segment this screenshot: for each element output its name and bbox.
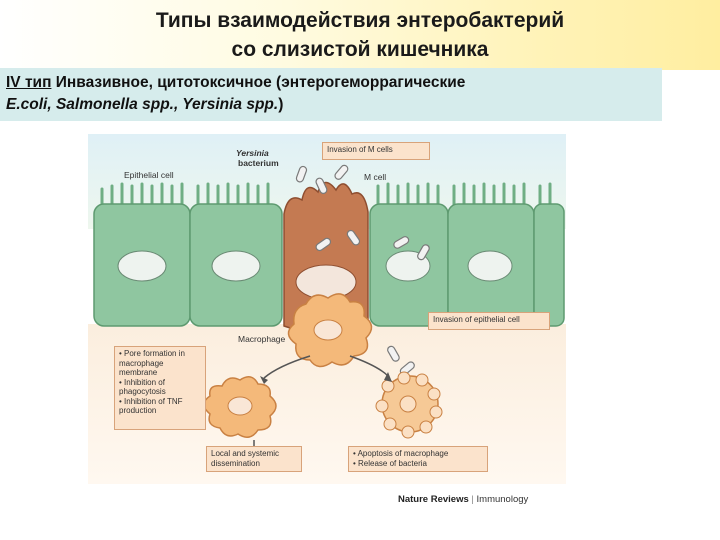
label-m-cell: M cell [364, 172, 387, 182]
epithelial-nuclei [117, 250, 513, 282]
subtitle-line-1: IV тип Инвазивное, цитотоксичное (энтеро… [6, 72, 656, 94]
box-invasion-epithelial: Invasion of epithelial cell [428, 312, 550, 330]
box-apoptosis: • Apoptosis of macrophage • Release of b… [348, 446, 488, 472]
effect-inhibit-phagocytosis: • Inhibition of phagocytosis [119, 377, 166, 397]
microvilli [100, 182, 552, 208]
credit-journal: Immunology [476, 494, 529, 505]
box-invasion-m-cells: Invasion of M cells [322, 142, 430, 160]
release-of-bacteria: • Release of bacteria [353, 458, 427, 468]
slide-header-background [0, 0, 720, 70]
label-macrophage: Macrophage [238, 334, 286, 344]
slide-title: Типы взаимодействия энтеробактерий со сл… [0, 6, 720, 64]
macrophage-nucleus [313, 319, 343, 341]
subtitle-box [0, 68, 662, 121]
subtitle: IV тип Инвазивное, цитотоксичное (энтеро… [6, 72, 656, 116]
figure-illustration [88, 134, 566, 484]
figure-credit: Nature Reviews | Immunology [398, 494, 528, 505]
yersinia-invasion-figure: Yersinia bacterium Epithelial cell M cel… [88, 134, 566, 514]
pathogen-list: E.coli, Salmonella spp., Yersinia spp. [6, 96, 279, 113]
box-dissemination: Local and systemic dissemination [206, 446, 302, 472]
title-line-2: со слизистой кишечника [231, 38, 489, 61]
effect-inhibit-tnf: • Inhibition of TNF production [119, 396, 183, 416]
credit-separator: | [468, 494, 477, 505]
label-bacterium: bacterium [238, 158, 279, 168]
pathogen-list-close: ) [278, 96, 284, 113]
type-label: IV тип [6, 74, 52, 91]
epithelial-cell-5 [533, 203, 565, 327]
box-macrophage-effects: • Pore formation in macrophage membrane … [114, 346, 206, 430]
credit-publisher: Nature Reviews [398, 494, 469, 505]
type-description: Инвазивное, цитотоксичное (энтерогеморра… [51, 74, 466, 91]
label-epithelial-cell: Epithelial cell [124, 170, 174, 180]
label-yersinia: Yersinia [236, 148, 269, 158]
effect-pore-formation: • Pore formation in macrophage membrane [119, 349, 185, 377]
apoptotic-blebs [375, 371, 443, 439]
apoptosis-of-macrophage: • Apoptosis of macrophage [353, 449, 449, 458]
title-line-1: Типы взаимодействия энтеробактерий [155, 9, 565, 32]
subtitle-line-2: E.coli, Salmonella spp., Yersinia spp.) [6, 94, 656, 116]
m-cell-nucleus [295, 264, 357, 300]
